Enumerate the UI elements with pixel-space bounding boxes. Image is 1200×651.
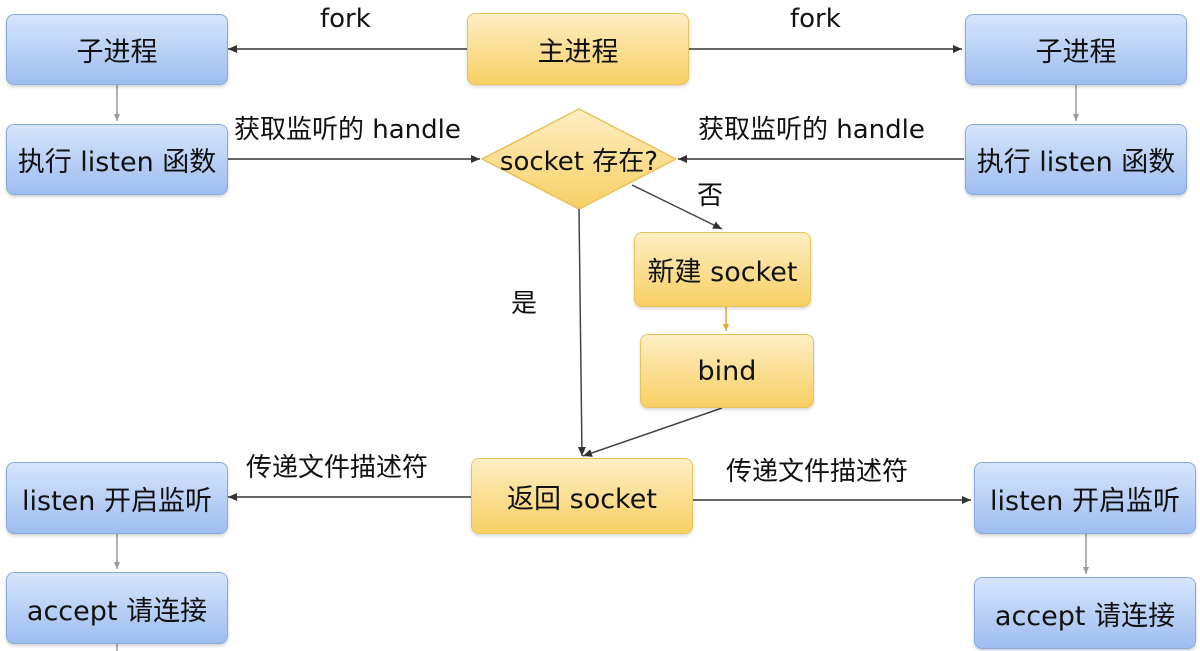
listen-start-right-box: listen 开启监听	[974, 462, 1196, 534]
pass-fd-right-label: 传递文件描述符	[726, 457, 909, 487]
child-process-right-box: 子进程	[965, 14, 1187, 85]
yes-label: 是	[511, 289, 538, 319]
bind-to-return-arrow	[582, 407, 723, 457]
fork-left-label: fork	[320, 4, 371, 34]
decision-label: socket 存在?	[499, 146, 659, 177]
listen-function-right-box: 执行 listen 函数	[965, 124, 1187, 195]
no-branch-arrow	[631, 184, 723, 230]
pass-fd-left-label: 传递文件描述符	[246, 453, 429, 483]
listen-start-left-box: listen 开启监听	[6, 462, 228, 534]
child-process-left-box: 子进程	[6, 14, 228, 85]
listen-function-left-box: 执行 listen 函数	[6, 124, 228, 195]
main-process-box: 主进程	[467, 13, 689, 85]
new-socket-box: 新建 socket	[634, 232, 811, 307]
bind-box: bind	[640, 334, 814, 408]
get-handle-right-label: 获取监听的 handle	[698, 115, 925, 145]
get-handle-left-label: 获取监听的 handle	[234, 115, 461, 145]
accept-left-box: accept 请连接	[6, 572, 228, 644]
accept-right-box: accept 请连接	[974, 577, 1196, 649]
yes-branch-arrow	[577, 208, 586, 457]
return-socket-box: 返回 socket	[471, 458, 693, 534]
no-label: 否	[697, 181, 724, 211]
fork-right-label: fork	[790, 4, 841, 34]
